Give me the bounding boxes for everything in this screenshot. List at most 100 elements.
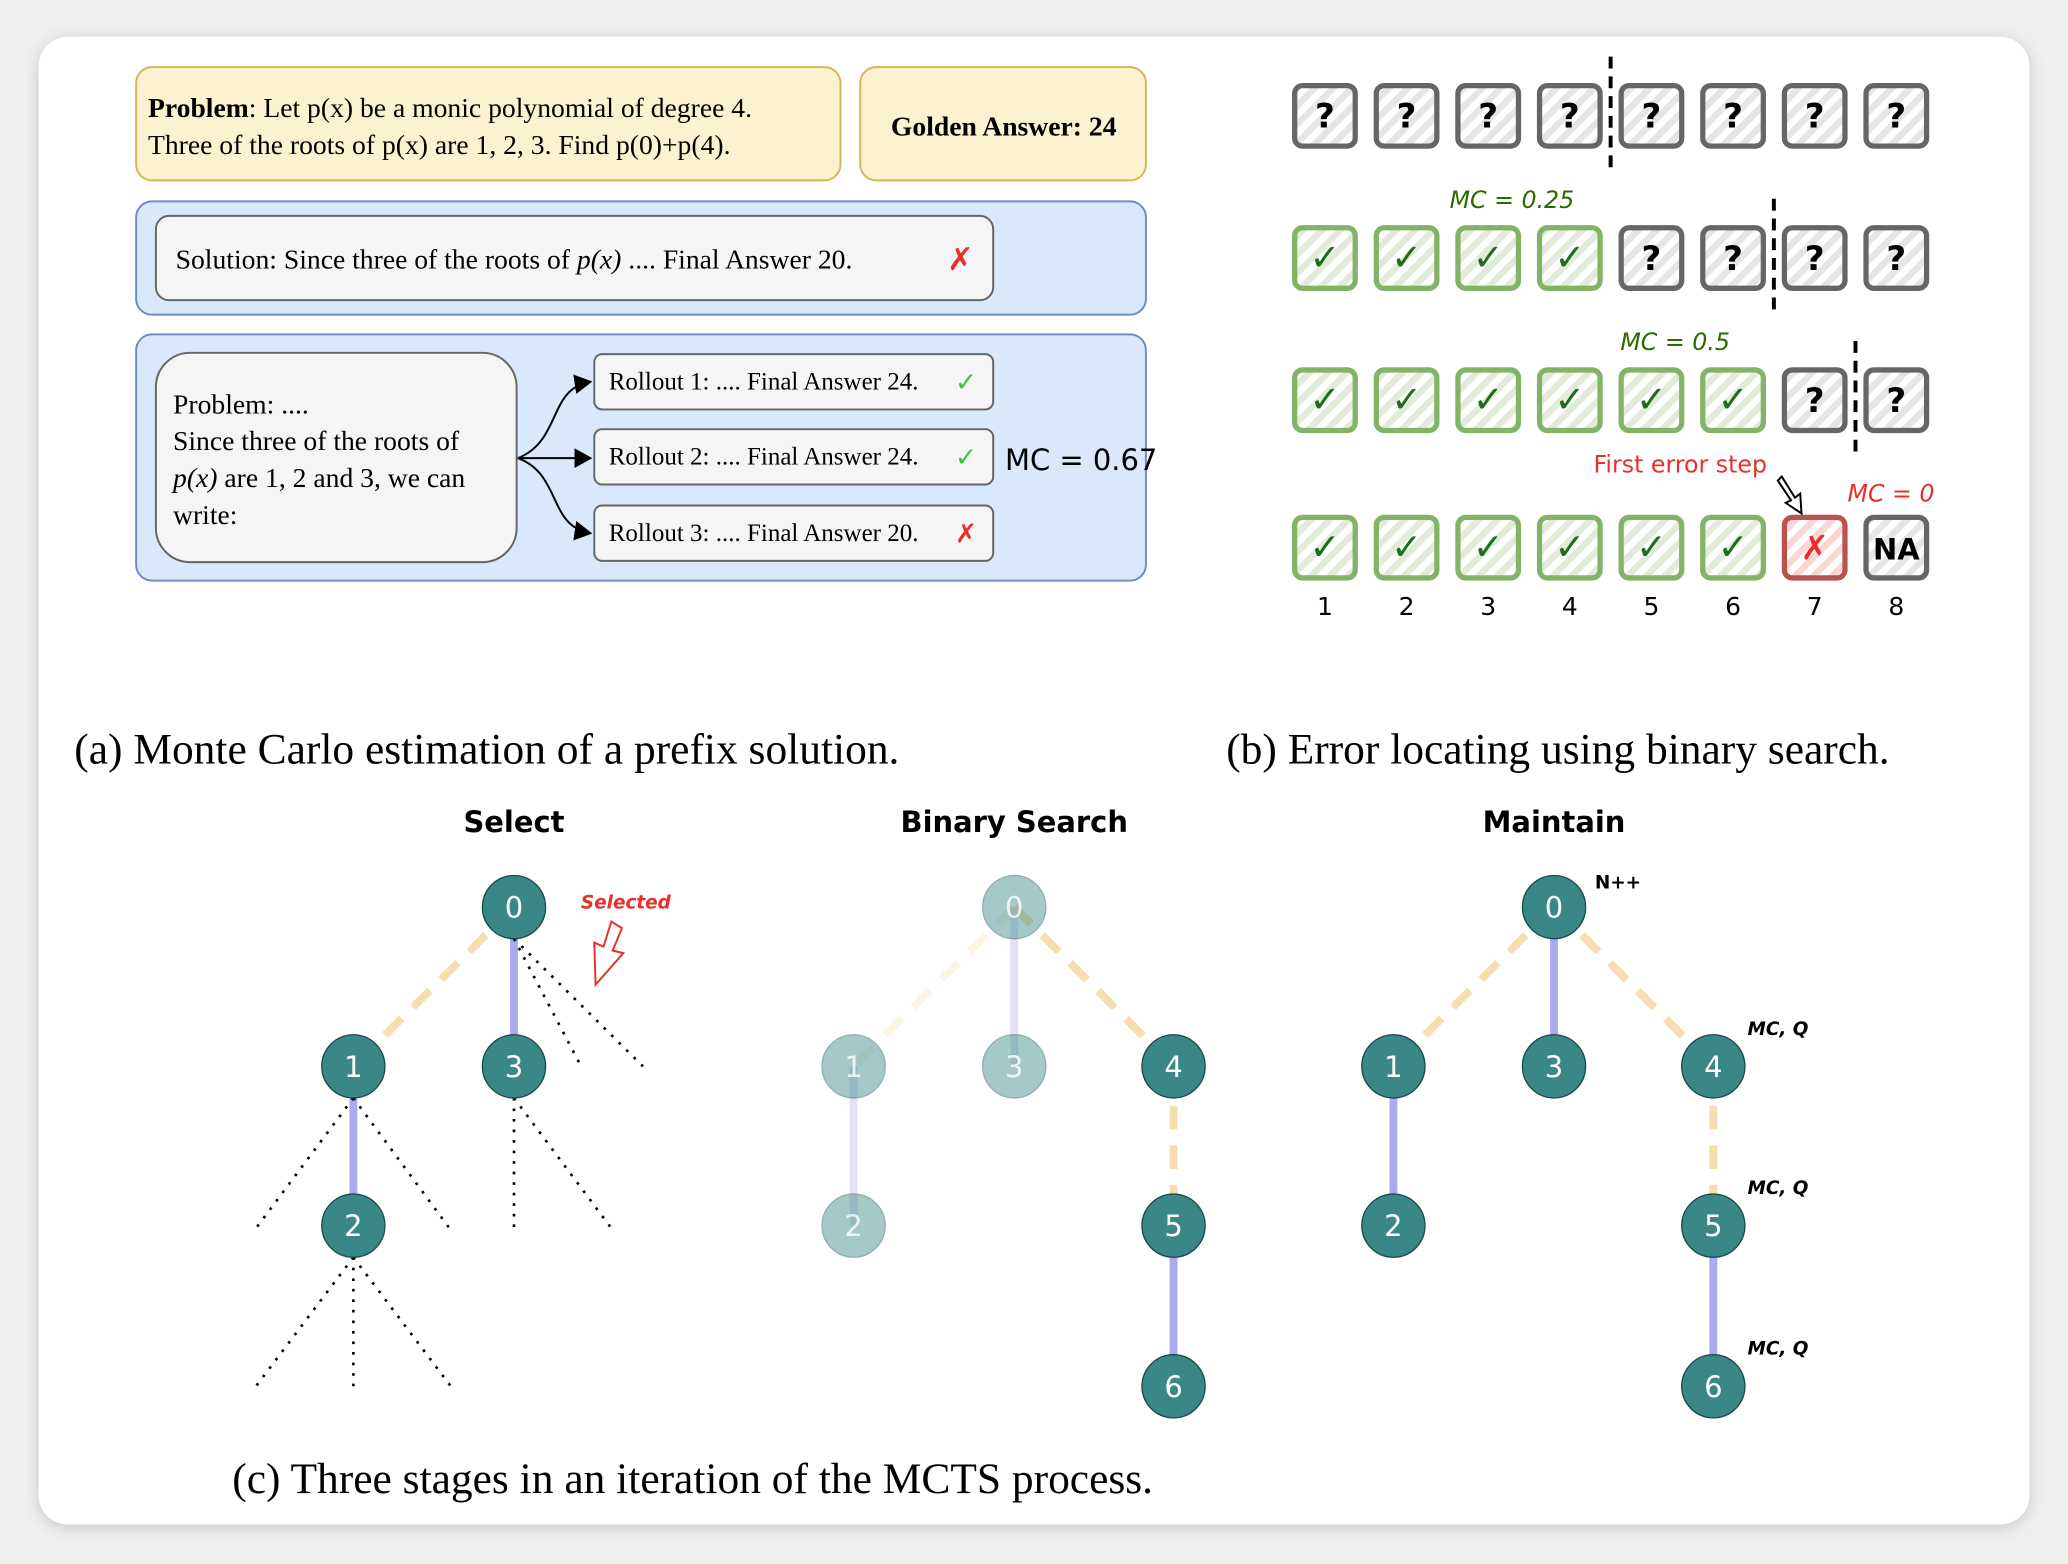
tree-node-label: 5 [1704, 1209, 1722, 1243]
rollout-label: Rollout 3: .... Final Answer 20. [609, 520, 919, 547]
tree-node-label: 0 [1545, 891, 1563, 925]
tree-node-6 [1681, 1354, 1746, 1419]
check-icon: ✓ [1636, 526, 1667, 569]
stage-title: Select [463, 805, 564, 839]
step-box [1781, 367, 1848, 434]
rollout-box [593, 504, 995, 562]
step-box [1292, 82, 1358, 149]
tree-node-1 [821, 1034, 886, 1099]
step-box [1373, 514, 1440, 581]
tree-node-label: 3 [1005, 1050, 1023, 1084]
prefix-line2: Since three of the roots of [173, 425, 460, 456]
prefix-box [154, 351, 518, 564]
tree-node-label: 4 [1164, 1050, 1182, 1084]
question-icon: ? [1397, 97, 1417, 137]
step-box [1373, 82, 1440, 149]
question-icon: ? [1315, 97, 1335, 137]
step-number: 1 [1317, 592, 1333, 621]
question-icon: ? [1723, 239, 1743, 279]
panel-b: ????????MC = 0.25✓✓✓✓????MC = 0.5✓✓✓✓✓✓?… [1226, 56, 1935, 774]
tree-node-0 [481, 874, 547, 940]
cross-icon: ✗ [955, 519, 977, 549]
selected-arrow-icon [593, 920, 626, 988]
tree-node-5 [1681, 1193, 1746, 1258]
step-box [1373, 367, 1440, 434]
step-number: 6 [1725, 592, 1741, 621]
tree-node-label: 2 [844, 1209, 862, 1243]
check-icon: ✓ [955, 443, 977, 473]
step-box [1618, 514, 1685, 581]
visit-count-note: N++ [1595, 873, 1641, 894]
mc-value: MC = 0 [1848, 480, 1935, 508]
question-icon: ? [1642, 97, 1662, 137]
tree-node-2 [1361, 1193, 1426, 1258]
stage-title: Maintain [1483, 805, 1626, 839]
mc-q-note: MC, Q [1748, 1178, 1809, 1199]
solution-cross-icon: ✗ [947, 242, 973, 278]
step-box [1292, 367, 1358, 434]
step-box [1536, 225, 1603, 291]
question-icon: ? [1805, 381, 1825, 421]
step-box [1781, 225, 1848, 291]
first-error-label: First error step [1594, 451, 1768, 479]
question-icon: ? [1723, 97, 1743, 137]
mc-value: MC = 0.25 [1450, 186, 1575, 214]
prefix-line1: Problem: .... [173, 388, 309, 419]
tree-node-2 [321, 1193, 386, 1258]
step-box [1700, 367, 1766, 434]
tree-node-4 [1141, 1034, 1206, 1099]
check-icon: ✓ [1636, 378, 1667, 421]
question-icon: ? [1886, 97, 1906, 137]
tree-node-label: 0 [1005, 891, 1023, 925]
tree-node-3 [481, 1034, 547, 1099]
tree-node-label: 6 [1704, 1370, 1722, 1404]
problem-text-line2: Three of the roots of p(x) are 1, 2, 3. … [148, 129, 730, 160]
question-icon: ? [1805, 239, 1825, 279]
question-icon: ? [1886, 381, 1906, 421]
step-box [1455, 82, 1522, 149]
question-icon: ? [1478, 97, 1498, 137]
step-box [1618, 367, 1685, 434]
tree-node-label: 1 [344, 1050, 362, 1084]
solution-box [154, 214, 995, 302]
rollout-box [593, 428, 995, 486]
check-icon: ✓ [1391, 378, 1422, 421]
stage-title: Binary Search [901, 805, 1128, 839]
check-icon: ✓ [1391, 236, 1422, 279]
step-box [1863, 514, 1930, 581]
tree-node-0 [981, 874, 1047, 940]
check-icon: ✓ [1473, 526, 1504, 569]
arrow-rollout-3 [517, 457, 593, 541]
step-box [1292, 514, 1358, 581]
tree-node-label: 0 [505, 891, 523, 925]
tree-node-label: 4 [1704, 1050, 1722, 1084]
step-number: 2 [1399, 592, 1415, 621]
solution-text: Solution: Since three of the roots of p(… [176, 244, 853, 275]
prefix-line4: write: [173, 499, 237, 530]
check-icon: ✓ [1554, 236, 1585, 279]
tree-node-6 [1141, 1354, 1206, 1419]
tree-node-label: 2 [344, 1209, 362, 1243]
selected-label: Selected [581, 892, 672, 913]
step-box [1618, 225, 1685, 291]
step-box [1536, 82, 1603, 149]
question-icon: ? [1560, 97, 1580, 137]
step-box [1863, 82, 1930, 149]
tree-node-1 [1361, 1034, 1426, 1099]
step-box [1455, 367, 1522, 434]
step-box [1373, 225, 1440, 291]
problem-box [135, 66, 842, 182]
tree-node-1 [321, 1034, 386, 1099]
check-icon: ✓ [1718, 526, 1749, 569]
check-icon: ✓ [1554, 526, 1585, 569]
step-box [1700, 82, 1766, 149]
tree-node-label: 1 [1384, 1050, 1402, 1084]
rollout-label: Rollout 2: .... Final Answer 24. [609, 444, 919, 471]
prefix-line3: p(x) are 1, 2 and 3, we can [171, 462, 465, 493]
check-icon: ✓ [1391, 526, 1422, 569]
tree-node-label: 2 [1384, 1209, 1402, 1243]
